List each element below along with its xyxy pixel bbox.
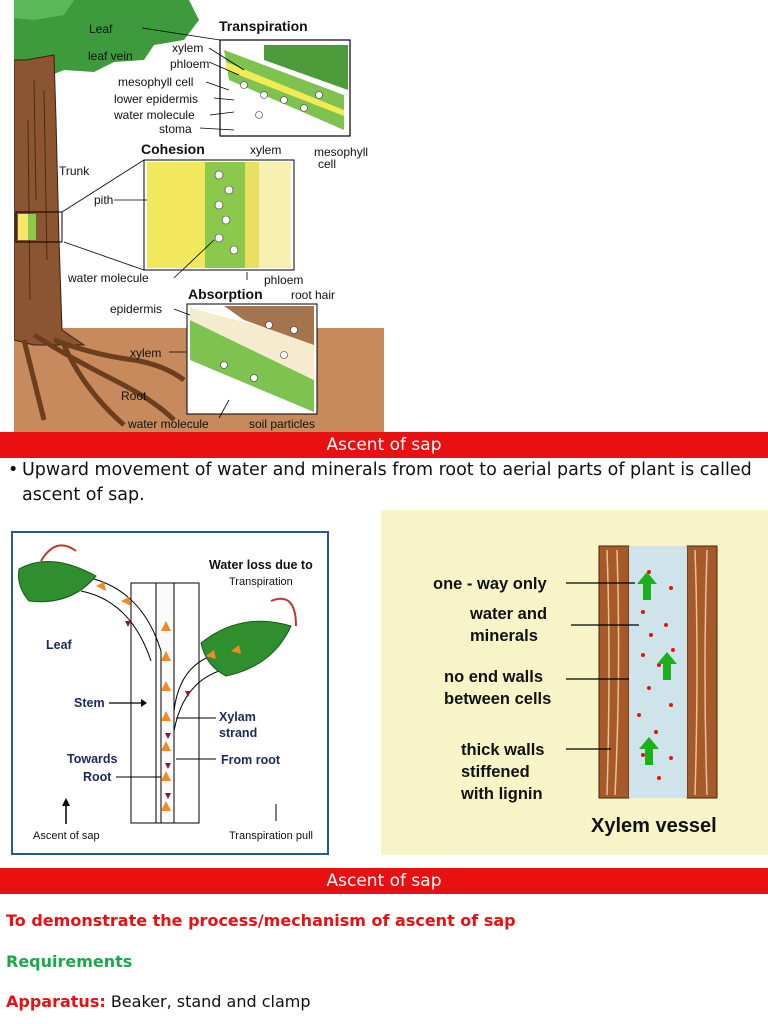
- label-water-molecule-mid: water molecule: [67, 271, 149, 285]
- label-stiffened: stiffened: [461, 763, 530, 781]
- ascent-of-sap-diagram: Water loss due to Transpiration Leaf Ste…: [11, 531, 329, 855]
- label-xylem-root: xylem: [130, 346, 161, 360]
- label-root: Root: [121, 389, 147, 403]
- apparatus-value: Beaker, stand and clamp: [105, 992, 311, 1011]
- label-ascent-of-sap: Ascent of sap: [33, 830, 100, 842]
- xylem-vessel-diagram: one - way only water and minerals no end…: [381, 510, 768, 855]
- label-stem: Stem: [74, 696, 105, 710]
- label-root-hair: root hair: [291, 288, 335, 302]
- label-strand: strand: [219, 726, 257, 740]
- banner-ascent-of-sap: Ascent of sap: [0, 432, 768, 458]
- label-thick-walls: thick walls: [461, 741, 544, 759]
- label-trunk: Trunk: [59, 164, 90, 178]
- transpiration-cohesion-absorption-diagram: Leaf leaf vein xylem phloem mesophyll ce…: [14, 0, 384, 432]
- apparatus-line: Apparatus: Beaker, stand and clamp: [6, 992, 311, 1011]
- label-one-way-only: one - way only: [433, 575, 548, 593]
- label-water-molecule-bottom: water molecule: [127, 417, 209, 431]
- definition-bullet: • Upward movement of water and minerals …: [8, 458, 758, 508]
- label-with-lignin: with lignin: [460, 785, 543, 803]
- label-water-loss: Water loss due to: [209, 558, 313, 572]
- label-mesophyll-right: mesophyll: [314, 145, 368, 159]
- label-xylem: xylem: [172, 41, 203, 55]
- banner-ascent-of-sap-2: Ascent of sap: [0, 868, 768, 894]
- apparatus-label: Apparatus:: [6, 992, 106, 1011]
- label-mesophyll-cell: mesophyll cell: [118, 75, 193, 89]
- label-phloem: phloem: [170, 57, 209, 71]
- caption-xylem-vessel: Xylem vessel: [591, 815, 717, 837]
- label-xylem-cohesion: xylem: [250, 143, 281, 157]
- title-transpiration: Transpiration: [219, 18, 308, 34]
- label-from-root: From root: [221, 753, 281, 767]
- title-absorption: Absorption: [188, 286, 263, 302]
- label-towards: Towards: [67, 752, 118, 766]
- demo-heading: To demonstrate the process/mechanism of …: [6, 911, 516, 930]
- definition-text: Upward movement of water and minerals fr…: [22, 460, 752, 505]
- label-leaf: Leaf: [89, 22, 113, 36]
- label-between-cells: between cells: [444, 690, 551, 708]
- label-pith: pith: [94, 193, 113, 207]
- label-water-molecule-top: water molecule: [113, 108, 195, 122]
- label-transpiration-pull: Transpiration pull: [229, 830, 313, 842]
- title-cohesion: Cohesion: [141, 141, 205, 157]
- label-root-left: Root: [83, 770, 112, 784]
- label-epidermis: epidermis: [110, 302, 162, 316]
- requirements-heading: Requirements: [6, 952, 133, 971]
- label-leaf-left: Leaf: [46, 638, 73, 652]
- bullet-dot: •: [8, 460, 19, 480]
- label-stoma: stoma: [159, 122, 192, 136]
- label-lower-epidermis: lower epidermis: [114, 92, 198, 106]
- label-water-and: water and: [469, 605, 547, 623]
- label-cell-right: cell: [318, 157, 336, 171]
- label-transpiration-left: Transpiration: [229, 576, 293, 588]
- label-phloem-mid: phloem: [264, 273, 303, 287]
- label-no-end-walls: no end walls: [444, 668, 543, 686]
- label-soil-particles: soil particles: [249, 417, 315, 431]
- label-leaf-vein: leaf vein: [88, 49, 133, 63]
- label-minerals: minerals: [470, 627, 538, 645]
- label-xylam: Xylam: [219, 710, 256, 724]
